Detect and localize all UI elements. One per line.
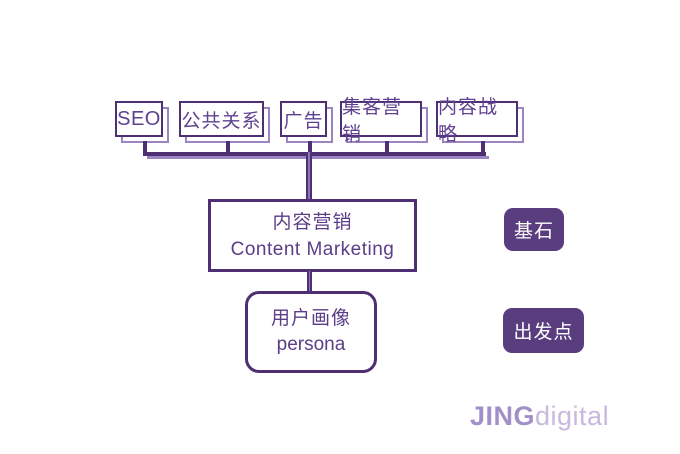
connector-horizontal-highlight	[147, 156, 489, 159]
connector-trunk-line	[306, 152, 312, 199]
node-content-strategy: 内容战略	[436, 97, 518, 145]
node-public-relations-label: 公共关系	[181, 110, 262, 132]
badge-starting-point-label: 出发点	[513, 322, 574, 343]
content-marketing-label-en: Content Marketing	[230, 238, 395, 260]
node-inbound-marketing: 集客营销	[340, 97, 422, 145]
logo-digital-text: digital	[535, 401, 610, 431]
node-content-marketing: 内容营销 Content Marketing	[208, 199, 417, 272]
badge-starting-point: 出发点	[503, 308, 584, 353]
connector-stub-inbound-marketing	[385, 141, 389, 156]
node-advertising-label: 广告	[283, 110, 324, 132]
content-marketing-label-zh: 内容营销	[272, 211, 353, 233]
jingdigital-logo: JINGdigital	[470, 401, 609, 432]
logo-jing-text: JING	[470, 401, 536, 431]
node-inbound-marketing-label: 集客营销	[342, 97, 403, 145]
connector-stub-seo	[143, 141, 147, 156]
node-content-strategy-label: 内容战略	[438, 97, 499, 145]
persona-label-zh: 用户画像	[270, 308, 351, 329]
node-advertising: 广告	[280, 101, 327, 137]
node-seo-label: SEO	[117, 107, 161, 130]
connector-stub-content-strategy	[481, 141, 485, 156]
connector-persona-stub	[307, 271, 312, 292]
persona-label-en: persona	[276, 334, 346, 355]
badge-cornerstone-label: 基石	[513, 221, 554, 242]
badge-cornerstone: 基石	[504, 208, 564, 251]
connector-stub-advertising	[308, 141, 312, 156]
connector-stub-public-relations	[226, 141, 230, 156]
node-public-relations: 公共关系	[179, 101, 264, 137]
node-persona: 用户画像 persona	[245, 291, 377, 373]
node-seo: SEO	[115, 101, 163, 137]
connector-horizontal-line	[143, 152, 486, 156]
